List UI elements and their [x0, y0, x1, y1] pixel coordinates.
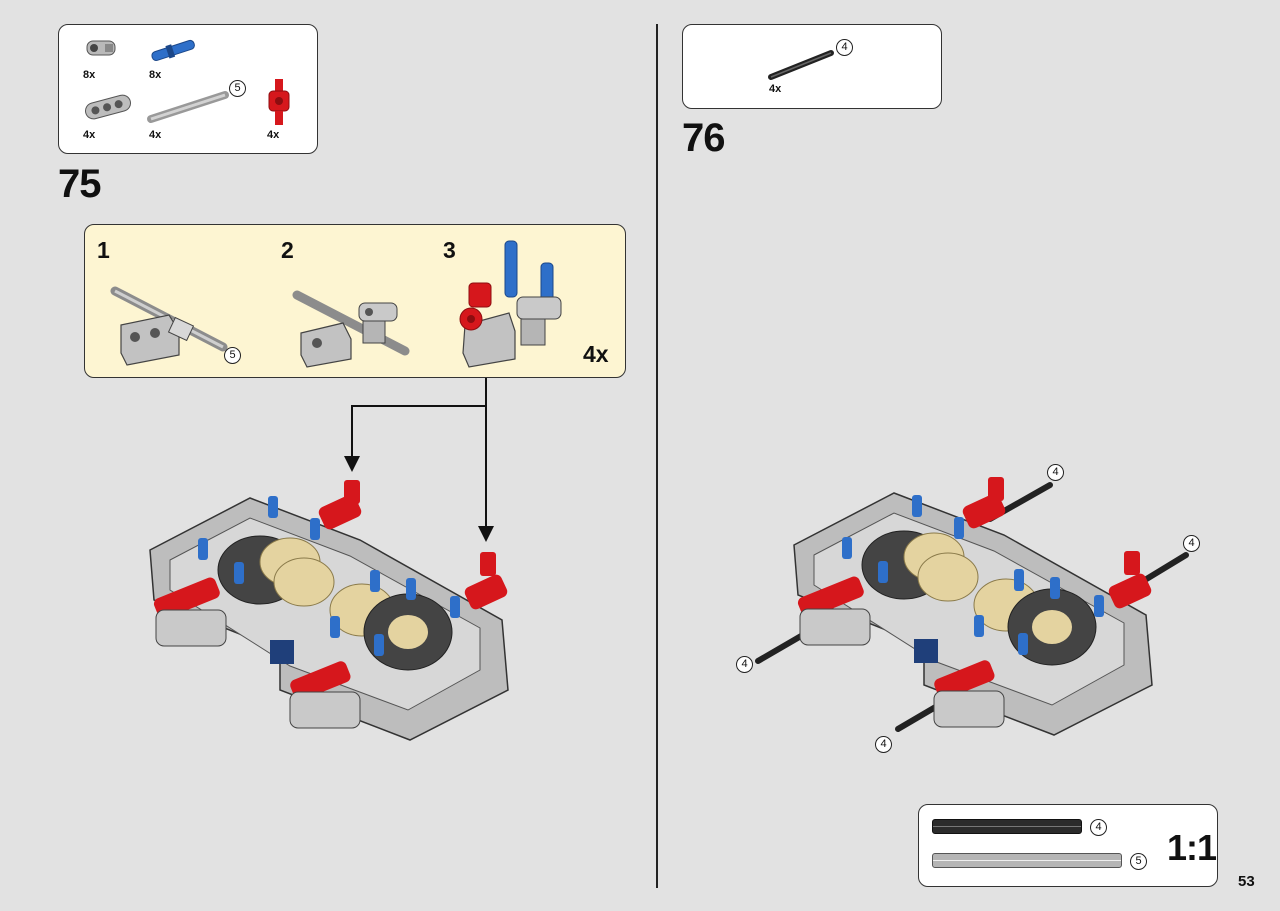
substep-3-illustration — [459, 240, 562, 368]
axle-black-icon — [768, 50, 834, 80]
axle-gray-ruler — [932, 853, 1122, 868]
part-qty: 4x — [83, 129, 96, 141]
step-number-76: 76 — [682, 116, 725, 160]
substep-number: 2 — [281, 237, 294, 263]
axle-length-callout: 5 — [224, 347, 241, 364]
axle-length-callout: 4 — [836, 39, 853, 56]
scale-label: 1:1 — [1167, 827, 1217, 868]
connector-red-icon — [268, 79, 290, 125]
parts-list-step-75: 8x 8x 4x 5 4x 4x — [58, 24, 318, 154]
axle-gray-icon — [147, 91, 229, 123]
sub-assembly-panel: 1 2 3 5 4x — [84, 224, 626, 378]
parts-list-step-76: 4 4x — [682, 24, 942, 109]
axle-length-callout: 4 — [1183, 535, 1200, 552]
connector-gray-icon — [86, 40, 116, 56]
step-number-75: 75 — [58, 162, 101, 206]
pin-blue-icon — [151, 39, 195, 62]
page-divider — [656, 24, 658, 888]
part-qty: 8x — [149, 69, 162, 81]
axle-length-callout: 5 — [1130, 853, 1147, 870]
step-76-model-illustration — [755, 477, 1189, 736]
substep-multiplier: 4x — [583, 341, 609, 367]
part-qty: 4x — [149, 129, 162, 141]
substep-number: 3 — [443, 237, 456, 263]
part-qty: 8x — [83, 69, 96, 81]
axle-black-ruler — [932, 819, 1082, 834]
page-number: 53 — [1238, 873, 1255, 890]
part-qty: 4x — [267, 129, 280, 141]
axle-length-callout: 4 — [875, 736, 892, 753]
substep-1-illustration — [110, 286, 228, 366]
axle-length-callout: 4 — [1090, 819, 1107, 836]
beam-gray-icon — [85, 94, 131, 120]
step-75-model-illustration — [149, 480, 509, 741]
axle-length-callout: 5 — [229, 80, 246, 97]
axle-length-callout: 4 — [1047, 464, 1064, 481]
scale-ruler-panel: 4 5 1:1 — [918, 804, 1218, 887]
substep-2-illustration — [292, 290, 410, 368]
axle-length-callout: 4 — [736, 656, 753, 673]
substep-number: 1 — [97, 237, 110, 263]
part-qty: 4x — [769, 83, 782, 95]
